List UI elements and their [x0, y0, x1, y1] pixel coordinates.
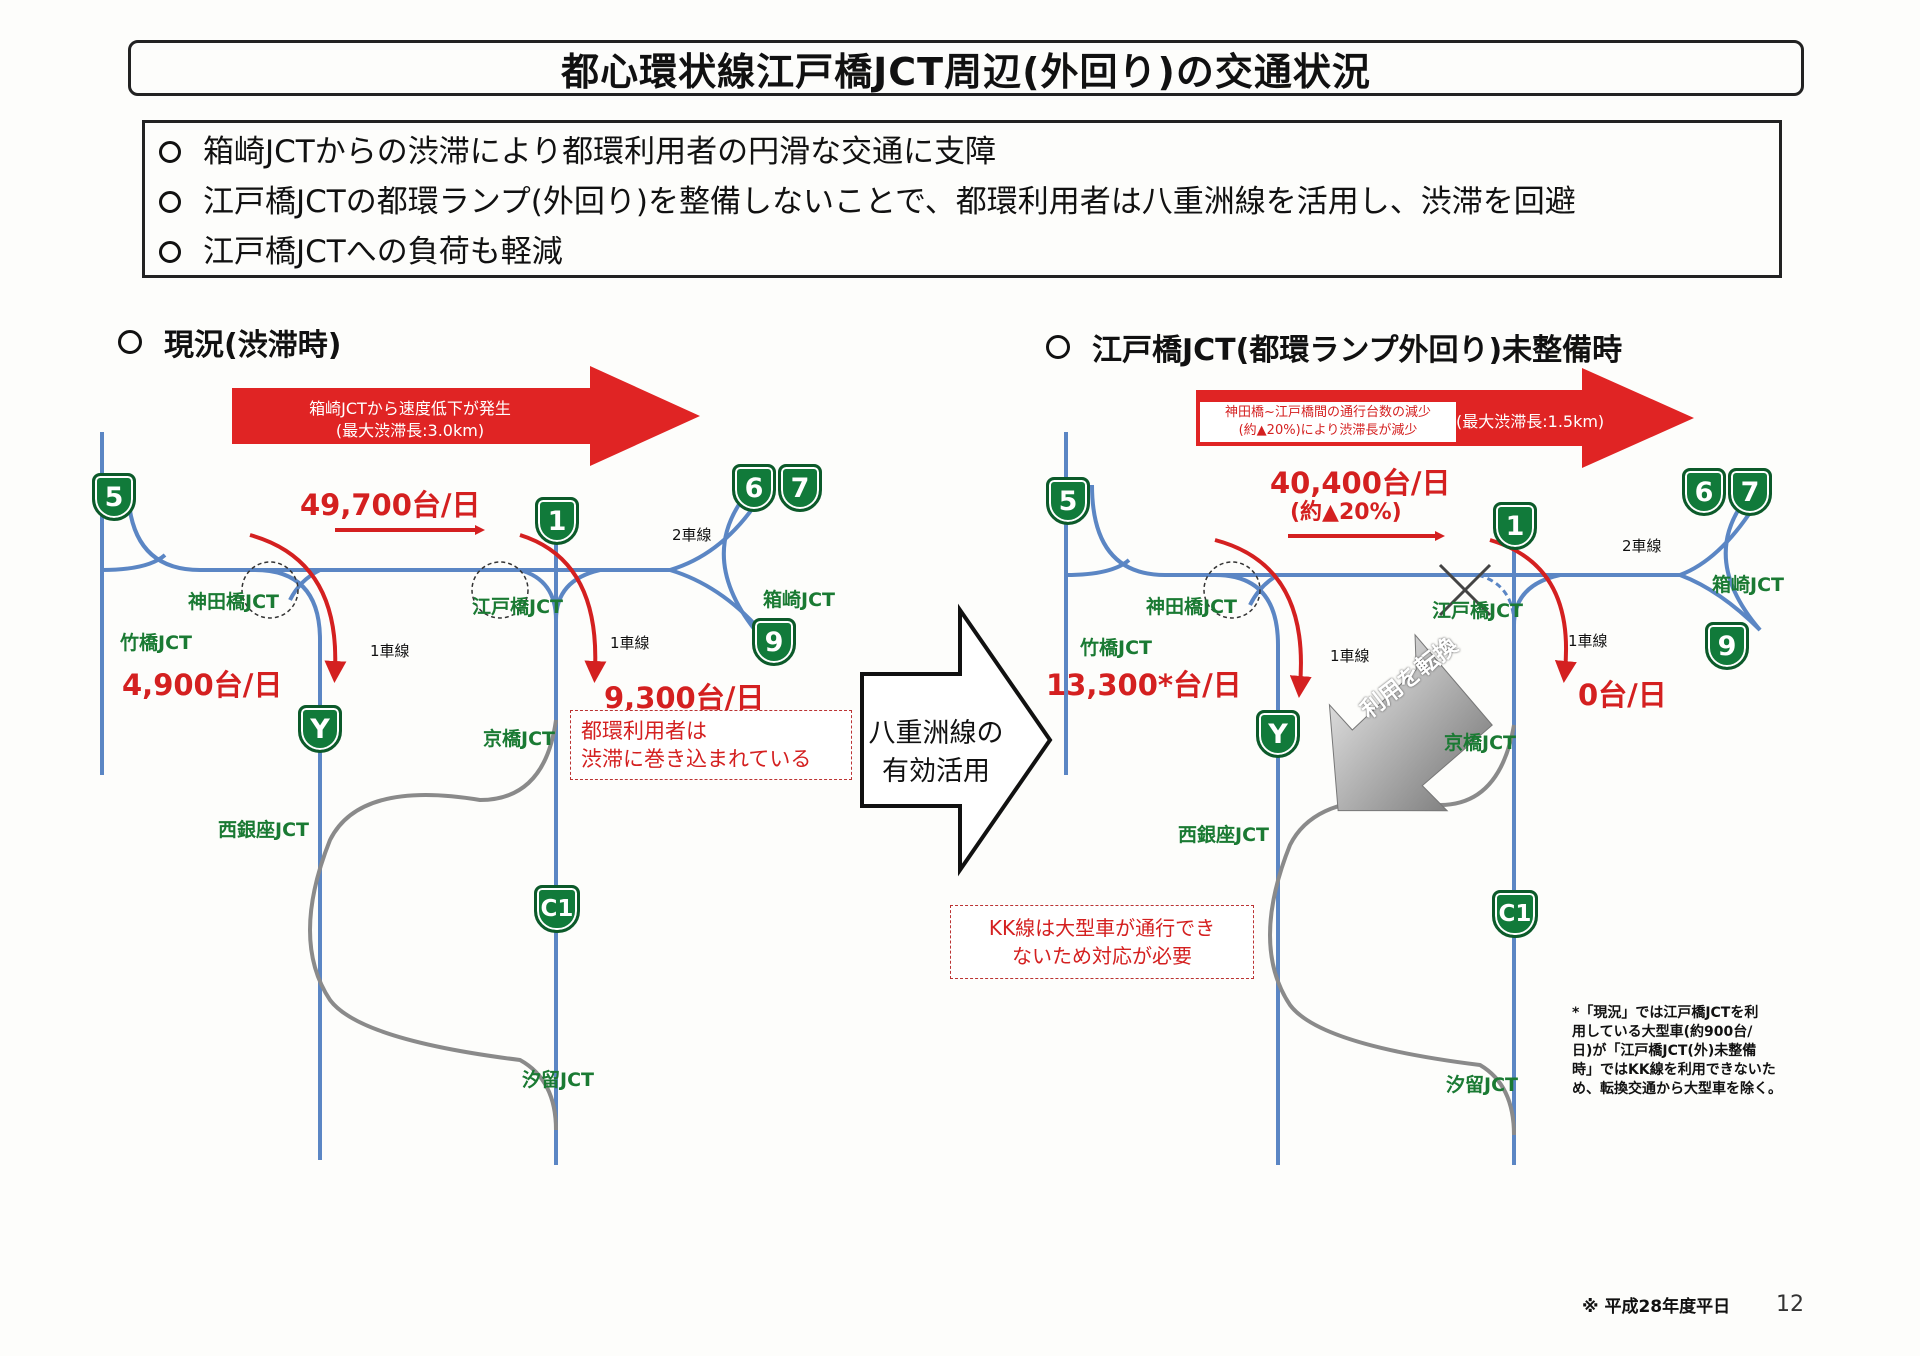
right-banner-note-line: (約▲20%)により渋滞長が減少	[1238, 423, 1418, 438]
volume-change-right: (約▲20%)	[1290, 500, 1402, 525]
lane-label-two: 2車線	[672, 526, 712, 544]
source-note: ※ 平成28年度平日	[1582, 1297, 1731, 1317]
flow-arrow-edobashi-left	[519, 533, 607, 683]
footnote-line: 用している大型車(約900台/	[1572, 1024, 1753, 1040]
footnote: *「現況」では江戸橋JCTを利 用している大型車(約900台/ 日)が「江戸橋J…	[1572, 1004, 1782, 1099]
kanda-marker-right	[1203, 561, 1261, 619]
yaesu-arrow-line: 有効活用	[882, 756, 990, 787]
circle-bullet-icon	[159, 191, 181, 213]
removed-ramp	[1477, 573, 1516, 626]
route-c1-shield-icon: C1	[1492, 890, 1538, 938]
jct-label-hakozaki: 箱崎JCT	[1712, 574, 1784, 596]
congestion-arrow-left	[232, 366, 700, 466]
edobashi-marker-left	[471, 561, 529, 619]
right-banner-note: 神田橋~江戸橋間の通行台数の減少 (約▲20%)により渋滞長が減少	[1200, 402, 1456, 442]
ramp-removed-x-icon	[1438, 563, 1492, 617]
yaesu-arrow-text: 八重洲線の 有効活用	[866, 715, 1006, 791]
circle-bullet-icon	[159, 141, 181, 163]
route-5-shield-icon: 5	[1046, 477, 1090, 525]
right-section-heading: 江戸橋JCT(都環ランプ外回り)未整備時	[1046, 325, 1622, 369]
circle-bullet-icon	[1046, 335, 1070, 359]
jct-label-kanda: 神田橋JCT	[1146, 596, 1237, 618]
footnote-line: 日)が「江戸橋JCT(外)未整備	[1572, 1043, 1757, 1059]
circle-bullet-icon	[159, 241, 181, 263]
volume-main-left: 49,700台/日	[300, 488, 481, 522]
route-1-shield-icon: 1	[1493, 502, 1537, 550]
flow-arrow-kanda-right	[1214, 538, 1312, 698]
left-heading-text: 現況(渋滞時)	[164, 328, 342, 363]
jct-label-edobashi: 江戸橋JCT	[1432, 600, 1523, 622]
lane-label-one: 1車線	[610, 634, 650, 652]
route-y-shield-icon: Y	[1256, 710, 1300, 758]
footnote-line: め、転換交通から大型車を除く。	[1572, 1081, 1782, 1097]
jct-label-kyobashi: 京橋JCT	[483, 728, 555, 750]
volume-kanda-left: 4,900台/日	[122, 668, 283, 702]
lane-label-one: 1車線	[370, 642, 410, 660]
left-section-heading: 現況(渋滞時)	[118, 320, 341, 364]
jct-label-hakozaki: 箱崎JCT	[763, 589, 835, 611]
right-banner-main: (最大渋滞長:1.5km)	[1456, 412, 1605, 431]
bullet-text: 箱崎JCTからの渋滞により都環利用者の円滑な交通に支障	[203, 134, 997, 170]
summary-bullets: 箱崎JCTからの渋滞により都環利用者の円滑な交通に支障 江戸橋JCTの都環ランプ…	[142, 120, 1782, 278]
left-banner-line: 箱崎JCTから速度低下が発生	[309, 399, 511, 418]
lane-label-one: 1車線	[1568, 632, 1608, 650]
jct-label-nishiginza: 西銀座JCT	[1178, 824, 1269, 846]
kk-note-line: KK線は大型車が通行でき	[988, 916, 1216, 940]
jct-label-takebashi: 竹橋JCT	[1080, 637, 1152, 659]
left-banner-text: 箱崎JCTから速度低下が発生 (最大渋滞長:3.0km)	[232, 398, 588, 442]
route-9-shield-icon: 9	[1705, 622, 1749, 670]
volume-kanda-right: 13,300*台/日	[1046, 668, 1242, 702]
jct-label-kanda: 神田橋JCT	[188, 591, 279, 613]
route-7-shield-icon: 7	[1728, 468, 1772, 516]
bullet-item: 江戸橋JCTの都環ランプ(外回り)を整備しないことで、都環利用者は八重洲線を活用…	[159, 177, 1765, 227]
lane-label-one: 1車線	[1330, 647, 1370, 665]
left-banner-line: (最大渋滞長:3.0km)	[335, 421, 485, 440]
left-note-line: 都環利用者は	[581, 719, 707, 743]
route-9-shield-icon: 9	[752, 618, 796, 666]
bullet-text: 江戸橋JCTの都環ランプ(外回り)を整備しないことで、都環利用者は八重洲線を活用…	[203, 184, 1576, 220]
kanda-marker-left	[241, 561, 299, 619]
circle-bullet-icon	[118, 330, 142, 354]
right-kk-line	[1268, 724, 1516, 1136]
bullet-text: 江戸橋JCTへの負荷も軽減	[203, 234, 563, 270]
right-heading-text: 江戸橋JCT(都環ランプ外回り)未整備時	[1092, 333, 1623, 368]
route-6-shield-icon: 6	[1682, 468, 1726, 516]
kk-note-line: ないため対応が必要	[1012, 944, 1192, 968]
route-7-shield-icon: 7	[778, 464, 822, 512]
jct-label-shiodome: 汐留JCT	[522, 1069, 594, 1091]
route-c1-shield-icon: C1	[534, 885, 580, 933]
route-5-shield-icon: 5	[92, 473, 136, 521]
jct-label-nishiginza: 西銀座JCT	[218, 819, 309, 841]
footnote-line: 時」ではKK線を利用できないた	[1572, 1062, 1776, 1078]
left-kk-line	[308, 719, 558, 1131]
left-roads	[100, 432, 762, 1165]
lane-label-two: 2車線	[1622, 537, 1662, 555]
jct-label-takebashi: 竹橋JCT	[120, 632, 192, 654]
jct-label-edobashi: 江戸橋JCT	[472, 596, 563, 618]
page-number: 12	[1776, 1292, 1804, 1317]
route-1-shield-icon: 1	[535, 497, 579, 545]
bullet-item: 箱崎JCTからの渋滞により都環利用者の円滑な交通に支障	[159, 127, 1765, 177]
yaesu-arrow	[860, 603, 1053, 877]
kk-note: KK線は大型車が通行でき ないため対応が必要	[950, 905, 1254, 979]
volume-edobashi-left: 9,300台/日	[604, 681, 765, 715]
yaesu-arrow-line: 八重洲線の	[868, 718, 1004, 749]
left-note: 都環利用者は 渋滞に巻き込まれている	[570, 710, 852, 780]
route-6-shield-icon: 6	[732, 464, 776, 512]
flow-arrow-kanda-left	[249, 533, 347, 683]
divert-arrow	[1328, 633, 1493, 812]
jct-label-kyobashi: 京橋JCT	[1444, 732, 1516, 754]
jct-label-shiodome: 汐留JCT	[1446, 1074, 1518, 1096]
right-banner-note-line: 神田橋~江戸橋間の通行台数の減少	[1225, 405, 1431, 420]
volume-main-right: 40,400台/日	[1270, 466, 1451, 500]
volume-edobashi-right: 0台/日	[1578, 678, 1667, 712]
page-title: 都心環状線江戸橋JCT周辺(外回り)の交通状況	[128, 40, 1804, 96]
bullet-item: 江戸橋JCTへの負荷も軽減	[159, 227, 1765, 277]
route-y-shield-icon: Y	[298, 705, 342, 753]
left-note-line: 渋滞に巻き込まれている	[581, 747, 812, 771]
footnote-line: *「現況」では江戸橋JCTを利	[1572, 1005, 1759, 1021]
